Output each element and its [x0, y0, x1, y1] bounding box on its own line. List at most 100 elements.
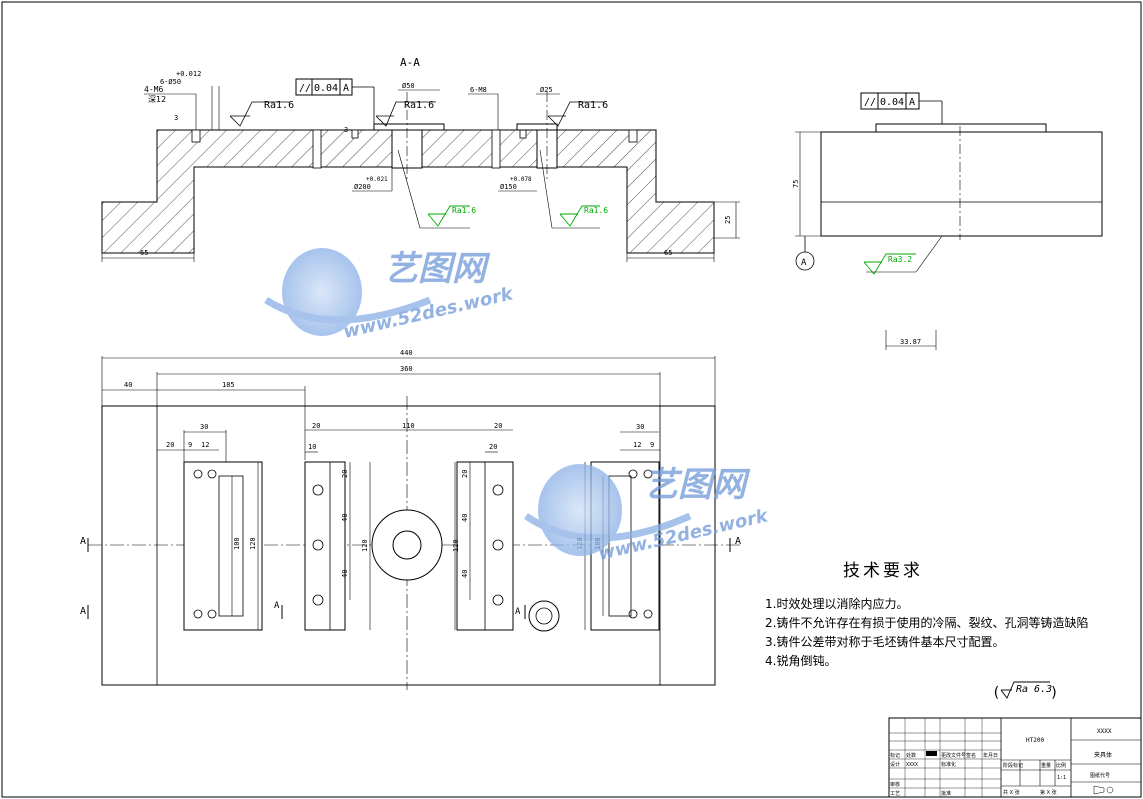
svg-text://: // [864, 97, 876, 108]
dim-185: 185 [222, 381, 235, 389]
dim-3b: 3 [344, 126, 348, 134]
ra-green-2: Ra1.6 [539, 149, 608, 229]
svg-text:120: 120 [249, 537, 257, 550]
dim-65-right: 65 [664, 249, 672, 257]
svg-text:标记: 标记 [890, 752, 900, 759]
section-mark-mid: A A [274, 601, 526, 619]
tech-item-1: 1.时效处理以消除内应力。 [765, 596, 908, 611]
material: HT200 [1026, 737, 1044, 744]
dim-40: 40 [124, 381, 132, 389]
svg-text:40: 40 [341, 514, 349, 522]
boss-small [528, 600, 560, 632]
svg-text:共 X 张: 共 X 张 [1003, 789, 1020, 796]
section-view: A-A // 0.04 A +0.012 6-Ø50 [101, 56, 740, 262]
svg-text:A: A [515, 607, 521, 617]
dim-75: 75 [792, 180, 800, 188]
side-view: // 0.04 A 75 A Ra3.2 33.87 [792, 92, 1103, 350]
svg-text:艺图网: 艺图网 [644, 465, 751, 505]
tech-item-3: 3.铸件公差带对称于毛坯铸件基本尺寸配置。 [765, 634, 1004, 649]
svg-text:处数: 处数 [906, 752, 916, 759]
svg-text:Ra1.6: Ra1.6 [452, 206, 476, 215]
dim-33-87: 33.87 [900, 338, 921, 346]
section-title: A-A [400, 56, 420, 69]
svg-text:Ra1.6: Ra1.6 [584, 206, 608, 215]
svg-text:30: 30 [636, 423, 644, 431]
tech-item-4: 4.锐角倒钝。 [765, 654, 836, 668]
svg-text:A: A [909, 97, 915, 108]
svg-text:标准化: 标准化 [941, 761, 956, 768]
svg-text:0.04: 0.04 [880, 97, 904, 108]
svg-text:12: 12 [201, 441, 209, 449]
svg-text:40: 40 [341, 570, 349, 578]
ra-symbol-left: Ra1.6 [229, 100, 294, 127]
svg-text:阶段标记: 阶段标记 [1003, 762, 1023, 769]
svg-text:第 X 张: 第 X 张 [1040, 789, 1057, 796]
projection-icon [1093, 785, 1114, 795]
title-block: 标记 处数 更改文件号 签名 年月日 设计 XXXX 标准化 审核 工艺 批准 … [888, 717, 1142, 798]
svg-text:Ra1.6: Ra1.6 [578, 100, 608, 111]
svg-text:20: 20 [461, 470, 469, 478]
svg-text:40: 40 [461, 570, 469, 578]
svg-text:20: 20 [341, 470, 349, 478]
bore-50-label: Ø50 [402, 82, 415, 90]
svg-text:Ra3.2: Ra3.2 [888, 255, 912, 264]
svg-text:1:1: 1:1 [1057, 775, 1066, 781]
svg-text:设计: 设计 [890, 761, 900, 768]
dim-30-left: 30 [200, 423, 208, 431]
svg-text:110: 110 [402, 422, 415, 430]
svg-text:更改文件号: 更改文件号 [941, 752, 966, 759]
svg-text:Ra1.6: Ra1.6 [404, 100, 434, 111]
svg-text:9: 9 [188, 441, 192, 449]
hole-label-tol: +0.012 [176, 70, 201, 78]
datum-a-circle [795, 251, 815, 271]
svg-text:20: 20 [489, 443, 497, 451]
m8-label: 6-M8 [470, 86, 487, 94]
plate-mid-left [304, 461, 346, 631]
tech-requirements: 技术要求 1.时效处理以消除内应力。 2.铸件不允许存在有损于使用的冷隔、裂纹、… [765, 561, 1088, 701]
svg-text:比例: 比例 [1056, 762, 1066, 769]
svg-text:10: 10 [308, 443, 316, 451]
svg-text:20: 20 [312, 422, 320, 430]
svg-text:120: 120 [361, 539, 369, 552]
bore-150-tol: +0.078 [510, 176, 532, 183]
svg-text:A: A [80, 536, 86, 547]
svg-text:12: 12 [633, 441, 641, 449]
watermark-1: 艺图网 www.52des.work [264, 248, 516, 343]
bore-200-label: Ø200 [354, 183, 371, 191]
dim-25: 25 [724, 216, 732, 224]
bore-150-label: Ø150 [500, 183, 517, 191]
svg-text:签名: 签名 [966, 752, 976, 759]
svg-text:A: A [343, 83, 349, 94]
dim-3: 3 [174, 114, 178, 122]
svg-text:Ra1.6: Ra1.6 [264, 100, 294, 111]
svg-text:审核: 审核 [890, 781, 900, 788]
svg-text:): ) [1050, 685, 1058, 701]
plate-left [183, 461, 263, 631]
svg-text:艺图网: 艺图网 [384, 249, 491, 289]
tolerance-frame-top: // 0.04 A [295, 78, 375, 124]
company: XXXX [1097, 728, 1112, 735]
svg-text:重量: 重量 [1041, 762, 1051, 769]
general-roughness: ( Ra 6.3 ) [992, 681, 1058, 701]
svg-text://: // [299, 83, 311, 94]
hole-label: 4-M6 [144, 85, 163, 94]
ra-side: Ra3.2 [863, 235, 943, 275]
svg-text:A: A [801, 258, 807, 268]
svg-text:0.04: 0.04 [314, 83, 338, 94]
part-name: 夹具体 [1094, 751, 1112, 759]
plan-view: 440 360 40 185 30 20 9 12 100 120 [80, 349, 741, 690]
ra-symbol-right: Ra1.6 [547, 100, 608, 127]
tech-title: 技术要求 [843, 561, 923, 581]
tolerance-frame-side: // 0.04 A [860, 92, 943, 124]
hole-label-depth: 深12 [148, 95, 166, 104]
svg-text:40: 40 [461, 514, 469, 522]
ra-green-1: Ra1.6 [397, 149, 476, 229]
hole-label-sub: 6-Ø50 [160, 78, 181, 86]
svg-text:A: A [80, 606, 86, 617]
svg-text:9: 9 [650, 441, 654, 449]
side-body [820, 131, 1103, 237]
svg-text:Ra 6.3: Ra 6.3 [1016, 684, 1052, 695]
svg-text:20: 20 [166, 441, 174, 449]
